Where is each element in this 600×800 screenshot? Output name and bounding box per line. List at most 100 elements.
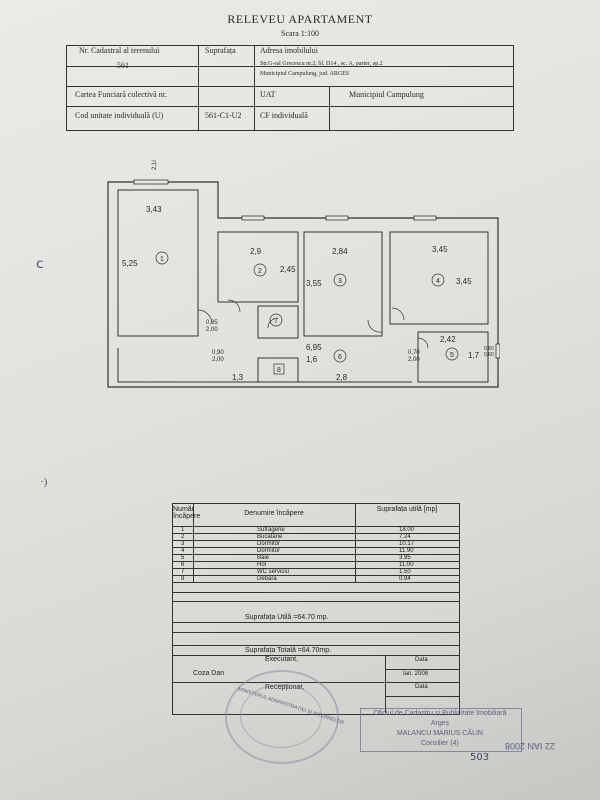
dim-2-45: 2,45	[280, 265, 296, 274]
row-divider	[67, 66, 513, 67]
room-row-3-num: 3	[181, 541, 185, 547]
row-divider	[173, 632, 459, 633]
executant-name: Coza Dan	[193, 670, 225, 677]
room-row-7-area: 1.50	[399, 569, 411, 575]
adresa-label: Adresa imobilului	[260, 46, 318, 55]
wall-room4	[389, 231, 489, 325]
room-number-2: 2	[258, 268, 262, 275]
room-number-5: 5	[450, 352, 454, 359]
room-row-6-area: 11.00	[399, 562, 414, 568]
room-number-circle	[333, 273, 347, 287]
opening-d4-a: 0,60	[484, 346, 494, 352]
opening-d2-b: 2,00	[212, 357, 224, 363]
col-divider	[385, 655, 386, 713]
door-swing	[367, 319, 383, 333]
row-divider	[385, 696, 459, 697]
row-divider	[173, 547, 459, 548]
adresa-line2: Municipiul Campulung, jud. ARGES	[260, 71, 350, 77]
margin-mark: ⅽ	[36, 257, 44, 272]
room-number-4: 4	[436, 278, 440, 285]
wall-room5	[417, 331, 489, 383]
dim-3-55: 3,55	[306, 279, 322, 288]
room-row-5-name: Baie	[257, 555, 270, 561]
room-number-circle	[155, 251, 169, 265]
floor-plan: 3,43 5,25 2,9 2,45 2,84 3,55 3,45 3,45 6…	[107, 160, 500, 388]
nr-cadastral-value: 561	[117, 61, 129, 70]
ocpi-stamp	[360, 708, 522, 752]
room-row-2-name: Bucatarie	[257, 534, 283, 540]
row-divider	[173, 554, 459, 555]
nr-cadastral-label: Nr. Cadastral al terenului	[79, 46, 160, 55]
col-divider	[254, 46, 255, 130]
cod-unitate-value: 561-C1-U2	[205, 111, 242, 120]
ocpi-line4: Consilier (4)	[421, 740, 459, 747]
cf-individuala-label: CF individuală	[260, 111, 308, 120]
window-4	[413, 215, 437, 221]
dim-5-25: 5,25	[122, 259, 138, 268]
margin-mark: ·)	[40, 476, 48, 488]
wall-room3	[303, 231, 383, 337]
room-number-circle	[431, 273, 445, 287]
room-row-5-num: 5	[181, 555, 185, 561]
opening-label-w1: 2,10	[152, 160, 158, 170]
row-divider	[173, 533, 459, 534]
dim-1-3: 1,3	[232, 373, 244, 382]
handwritten-number: 503	[470, 752, 490, 763]
room-number-6: 6	[338, 354, 342, 361]
room-row-8-num: 8	[181, 576, 185, 582]
window-5	[495, 343, 500, 359]
row-divider	[173, 568, 459, 569]
room-row-4-area: 11.90	[399, 548, 414, 554]
row-divider	[173, 601, 459, 602]
suprafata-utila: Suprafața Utilă =64.70 mp.	[245, 614, 329, 621]
adresa-line1: Str.G-ral Grecescu nr.2, bl. D14 , sc. A…	[260, 61, 383, 67]
dim-3-45-b: 3,45	[456, 277, 472, 286]
room-row-8-name: Debara	[257, 576, 277, 582]
door-swing	[267, 317, 279, 329]
row-divider	[385, 669, 459, 670]
opening-d3-a: 0,70	[408, 350, 420, 356]
room-number-circle	[269, 313, 283, 327]
cf-colectiva-label: Cartea Funciară colectivă nr.	[75, 90, 167, 99]
room-number-circle	[333, 349, 347, 363]
room-row-1-num: 1	[181, 527, 185, 533]
room-row-6-name: Hol	[257, 562, 267, 568]
room-row-2-area: 7.24	[399, 534, 411, 540]
room-row-7-num: 7	[181, 569, 185, 575]
door-swing	[227, 299, 241, 313]
row-divider	[173, 622, 459, 623]
door-swing	[197, 309, 213, 325]
room-row-5-area: 3.95	[399, 555, 411, 561]
opening-d3-b: 2,00	[408, 357, 420, 363]
round-stamp-inner	[240, 684, 322, 748]
wall-room2	[217, 231, 299, 303]
col-header-name: Denumire încăpere	[244, 510, 304, 517]
col-divider	[193, 504, 194, 582]
dim-2-42: 2,42	[440, 335, 456, 344]
uat-value: Municipiul Campulung	[349, 90, 424, 99]
opening-d4-b: 0,60	[484, 352, 494, 358]
room-number-circle	[445, 347, 459, 361]
dim-1-7: 1,7	[468, 351, 480, 360]
row-divider	[173, 645, 459, 646]
room-row-2-num: 2	[181, 534, 185, 540]
door-swing	[417, 337, 429, 349]
uat-label: UAT	[260, 90, 276, 99]
room-number-box	[273, 363, 285, 375]
opening-d1-a: 0,85	[206, 320, 218, 326]
room-row-3-area: 10.17	[399, 541, 415, 547]
room-row-3-name: Dormitor	[257, 541, 281, 547]
row-divider	[67, 86, 513, 87]
dim-2-9: 2,9	[250, 247, 262, 256]
ocpi-line3: MALANCU MARIUS CĂLIN	[397, 730, 483, 737]
col-divider	[329, 86, 330, 130]
dim-3-43: 3,43	[146, 205, 162, 214]
room-number-7: 7	[274, 318, 278, 325]
wall-room1	[117, 189, 199, 337]
date-stamp: 22 IAN 2008	[505, 741, 556, 751]
